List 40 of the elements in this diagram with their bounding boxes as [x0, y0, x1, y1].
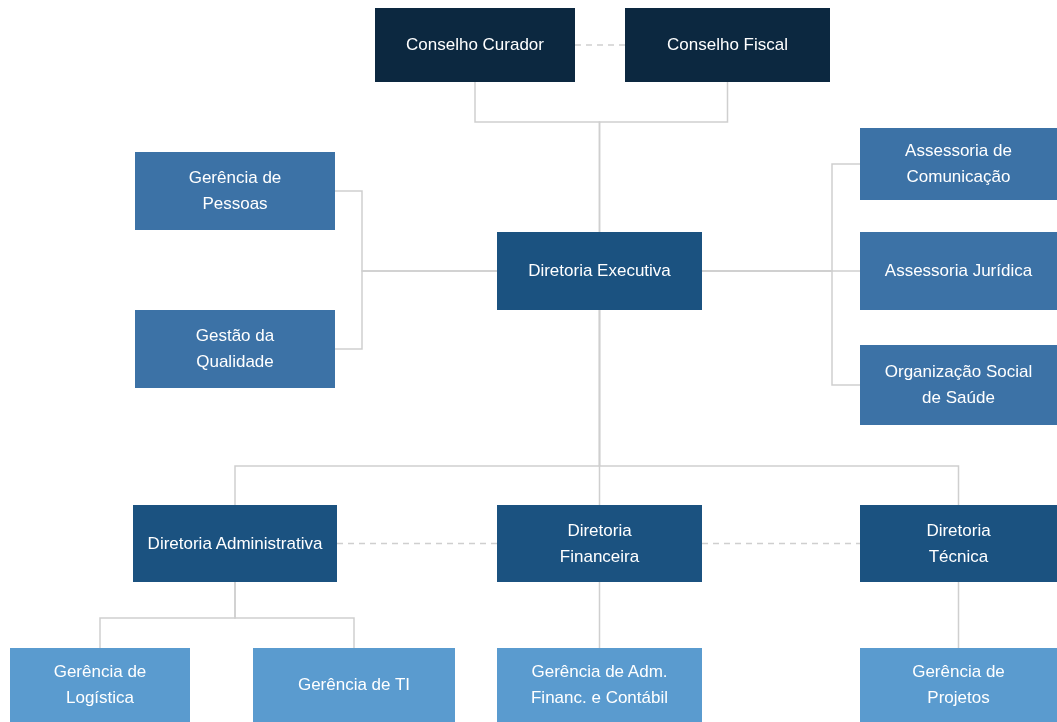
connector-line	[598, 581, 601, 649]
unit-name: Diretoria Financeira	[558, 519, 641, 568]
org-unit-box	[135, 152, 335, 230]
unit-name: Assessoria de Comunicação	[904, 140, 1013, 188]
org-unit-box	[497, 505, 702, 582]
connector-line	[334, 270, 498, 350]
unit-name: Diretoria Administrativa	[147, 532, 323, 555]
unit-name: Diretoria Executiva	[528, 260, 671, 282]
org-unit-box	[133, 505, 337, 582]
dashed-connector	[336, 542, 498, 545]
connector-line	[598, 81, 729, 233]
org-unit-box	[10, 648, 190, 722]
org-unit-box	[253, 648, 455, 722]
unit-name: Organização Social de Saúde	[883, 361, 1034, 409]
org-unit-box	[497, 648, 702, 722]
connector-line	[957, 581, 960, 649]
unit-name: Gerência de Projetos	[911, 661, 1006, 709]
unit-name: Conselho Fiscal	[667, 34, 788, 56]
org-unit-box	[375, 8, 575, 82]
unit-name: Gerência de TI	[297, 674, 411, 696]
unit-name: Gestão da Qualidade	[194, 325, 276, 373]
unit-name: Gerência de Adm. Financ. e Contábil	[530, 661, 669, 709]
connector-line	[234, 581, 355, 649]
org-unit-box	[135, 310, 335, 388]
org-unit-box	[497, 232, 702, 310]
connector-line	[701, 270, 861, 386]
unit-name: Gerência de Pessoas	[187, 167, 283, 215]
unit-name: Diretoria Técnica	[925, 519, 992, 568]
org-unit-box	[860, 345, 1057, 425]
org-unit-box	[860, 648, 1057, 722]
unit-name: Assessoria Jurídica	[884, 260, 1033, 282]
org-unit-box	[625, 8, 830, 82]
org-unit-box	[860, 505, 1057, 582]
dashed-connector	[701, 542, 861, 545]
connector-line	[598, 309, 960, 506]
unit-name: Gerência de Logística	[52, 661, 148, 709]
unit-name: Conselho Curador	[406, 34, 544, 56]
org-unit-box	[860, 232, 1057, 310]
org-unit-box	[860, 128, 1057, 200]
dashed-connector	[574, 44, 626, 46]
